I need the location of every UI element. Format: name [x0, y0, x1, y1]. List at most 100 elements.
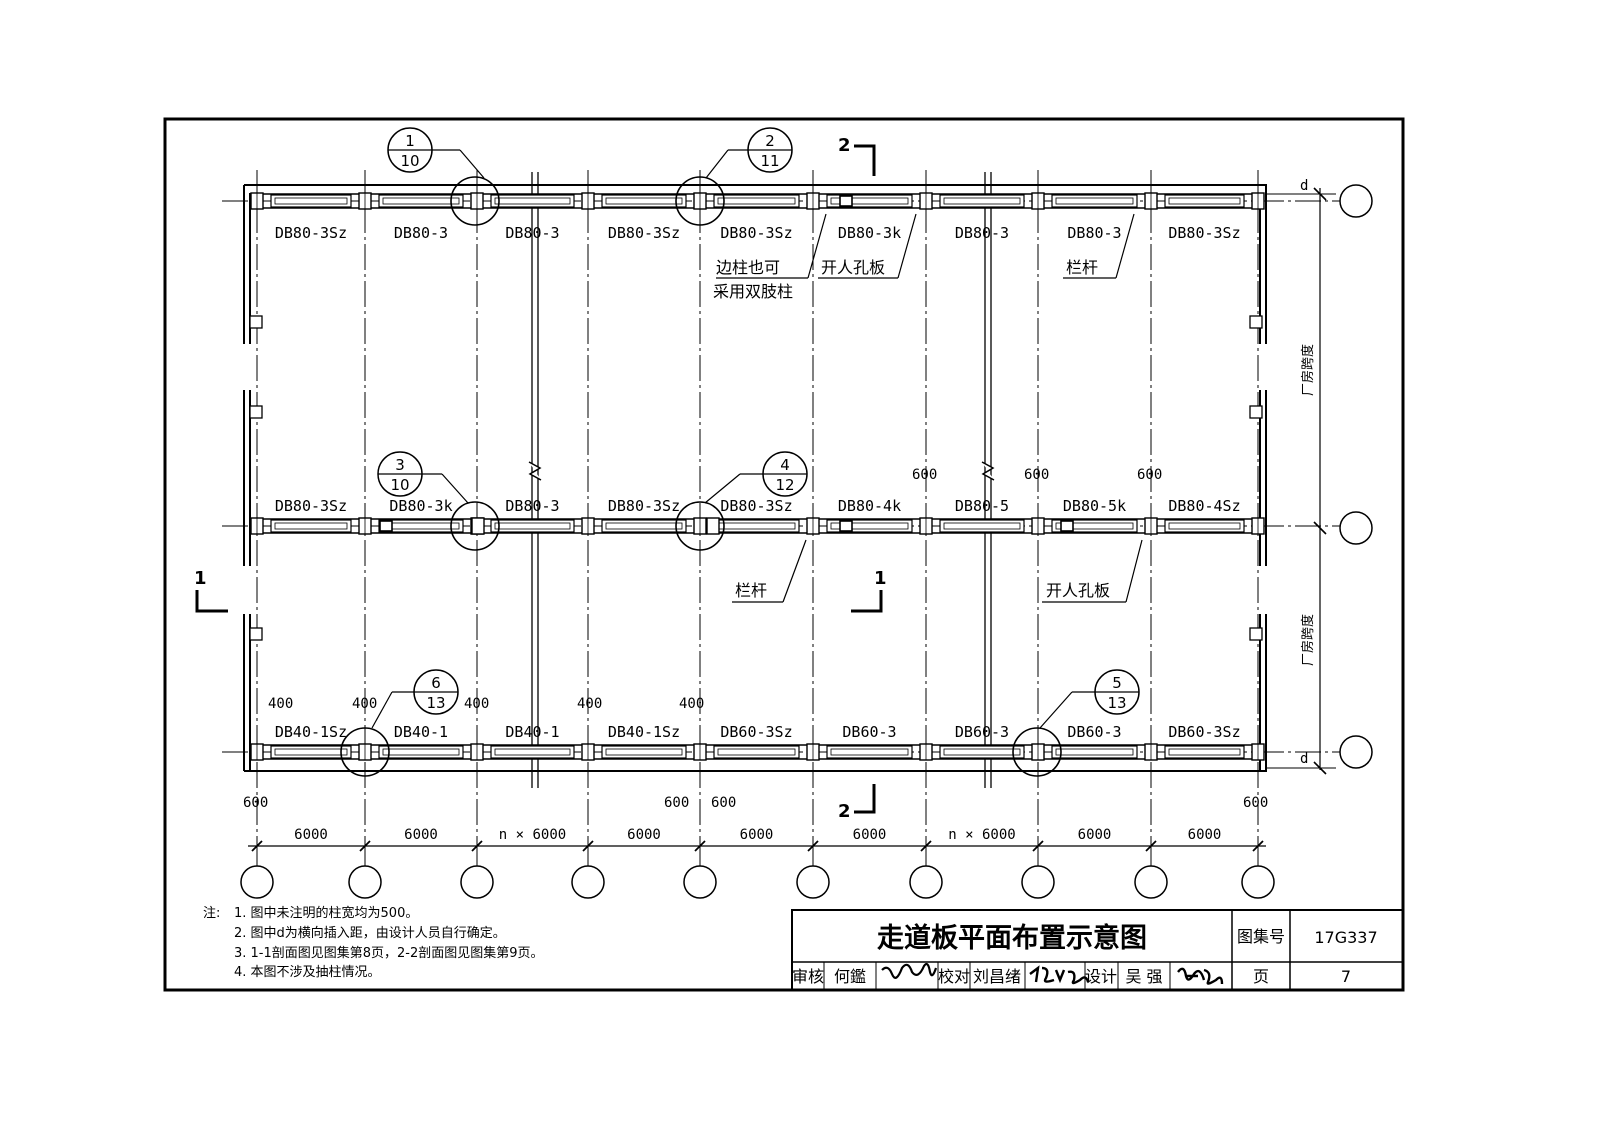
slab-r1-b7: [939, 194, 1025, 208]
break-lines: [528, 172, 995, 788]
detail-ref-1-num: 1: [405, 132, 415, 150]
double-column-1: [471, 517, 485, 535]
middle-row-label-8: DB80-5k: [1063, 497, 1126, 515]
right-axis: d d 厂房跨度 厂房跨度: [1266, 178, 1373, 775]
axis-bubble-9: [1134, 865, 1168, 899]
callout-manhole-mid: 开人孔板: [1042, 539, 1143, 603]
slab-r3-b3: [490, 745, 575, 759]
span-label-bottom: 厂房跨度: [1300, 614, 1316, 666]
slab-inner-r1-b8: [1055, 197, 1134, 205]
detail-ref-2-num: 2: [765, 132, 775, 150]
slab-r2-b7: [939, 519, 1025, 533]
notes: 注: 1. 图中未注明的柱宽均为500。 2. 图中d为横向插入距，由设计人员自…: [203, 905, 544, 980]
axis-bubble-4: [571, 865, 605, 899]
detail-ref-4-sheet: 12: [775, 476, 794, 494]
top-row-label-8: DB80-3: [1067, 224, 1121, 242]
manhole-mark-3: [839, 520, 853, 532]
detail-ref-4: 4 12: [704, 451, 808, 504]
slab-r2-b3: [490, 519, 575, 533]
bottom-row-label-5: DB60-3Sz: [720, 723, 792, 741]
checker-name: 刘昌绪: [973, 967, 1021, 986]
note-1: 1. 图中未注明的柱宽均为500。: [234, 905, 418, 921]
detail-ref-6-num: 6: [431, 674, 441, 692]
detail-ref-4-num: 4: [780, 456, 790, 474]
slab-r1-b1: [270, 194, 352, 208]
detail-ref-5: 5 13: [1039, 669, 1140, 729]
section-2-bottom-label: 2: [838, 801, 851, 822]
dim-600-mid-1: 600: [912, 467, 937, 483]
slab-r3-b7: [939, 745, 1025, 759]
manhole-mark-2: [379, 520, 393, 532]
bottom-row-label-1: DB40-1Sz: [275, 723, 347, 741]
note-4: 4. 本图不涉及抽柱情况。: [234, 965, 381, 980]
slab-inner-r3-b4: [605, 748, 683, 756]
slab-inner-r3-b3: [494, 748, 571, 756]
checker-signature: [1029, 965, 1090, 985]
slab-r1-b8: [1051, 194, 1138, 208]
middle-row-label-4: DB80-3Sz: [608, 497, 680, 515]
slab-inner-r2-b6: [830, 522, 909, 530]
detail-ref-2-sheet: 11: [760, 152, 779, 170]
wall-column-left-2: [249, 405, 263, 419]
dim-400-d: 400: [577, 696, 602, 712]
top-row-label-3: DB80-3: [505, 224, 559, 242]
axis-bubble-8: [1021, 865, 1055, 899]
design-label: 设计: [1085, 967, 1117, 986]
callout-manhole-top: 开人孔板: [818, 213, 917, 279]
slab-r1-b9: [1164, 194, 1245, 208]
bottom-row-label-4: DB40-1Sz: [608, 723, 680, 741]
bay-label-7: n × 6000: [948, 827, 1015, 843]
slab-inner-r3-b1: [274, 748, 348, 756]
break-zigzag-1: [528, 461, 542, 481]
dim-400-a: 400: [268, 696, 293, 712]
slab-inner-r1-b6: [830, 197, 909, 205]
slab-inner-r2-b8: [1055, 522, 1134, 530]
walkway-beams: [254, 193, 1260, 760]
page-number: 7: [1341, 967, 1351, 986]
wall-column-right-3: [1249, 627, 1263, 641]
note-2: 2. 图中d为横向插入距，由设计人员自行确定。: [234, 925, 506, 941]
slab-r3-b9: [1164, 745, 1245, 759]
slab-r3-b8: [1051, 745, 1138, 759]
section-2-top-label: 2: [838, 135, 851, 156]
detail-ref-5-sheet: 13: [1107, 694, 1126, 712]
axis-bubble-1: [240, 865, 274, 899]
detail-ref-5-num: 5: [1112, 674, 1122, 692]
section-1-mid-label: 1: [874, 568, 887, 589]
wall-column-left-1: [249, 315, 263, 329]
slab-inner-r2-b1: [274, 522, 348, 530]
wall-column-left-3: [249, 627, 263, 641]
manhole-mark-1: [839, 195, 853, 207]
slab-inner-r2-b4: [605, 522, 683, 530]
slab-r1-b4: [601, 194, 687, 208]
callout-railing-mid: 栏杆: [732, 539, 807, 603]
top-row-label-4: DB80-3Sz: [608, 224, 680, 242]
callout-side-column: 边柱也可 采用双肢柱: [713, 213, 827, 301]
slab-r3-b6: [826, 745, 913, 759]
bay-label-6: 6000: [853, 827, 887, 843]
notes-prefix: 注:: [203, 906, 220, 921]
bay-label-2: 6000: [404, 827, 438, 843]
bottom-row-label-3: DB40-1: [505, 723, 559, 741]
callout-railing-top: 栏杆: [1063, 213, 1135, 279]
title-block: 走道板平面布置示意图 图集号 17G337 审核 何鑑 校对 刘昌绪 设计 吴 …: [791, 909, 1404, 991]
bay-label-1: 6000: [294, 827, 328, 843]
column-axis-bubbles: [240, 846, 1275, 899]
section-1-mid: 1: [851, 568, 887, 613]
slab-r3-b5: [713, 745, 800, 759]
slab-r2-b9: [1164, 519, 1245, 533]
reviewer-name: 何鑑: [834, 967, 866, 986]
bay-label-5: 6000: [740, 827, 774, 843]
dim-600-mid-right: 600: [711, 795, 736, 811]
middle-row-label-5: DB80-3Sz: [720, 497, 792, 515]
middle-row-label-2: DB80-3k: [389, 497, 452, 515]
side-column-note-line2: 采用双肢柱: [713, 282, 793, 301]
d-bottom: d: [1300, 751, 1308, 767]
span-label-top: 厂房跨度: [1300, 344, 1316, 396]
middle-row-label-1: DB80-3Sz: [275, 497, 347, 515]
slab-r3-b2: [378, 745, 464, 759]
bay-label-8: 6000: [1078, 827, 1112, 843]
